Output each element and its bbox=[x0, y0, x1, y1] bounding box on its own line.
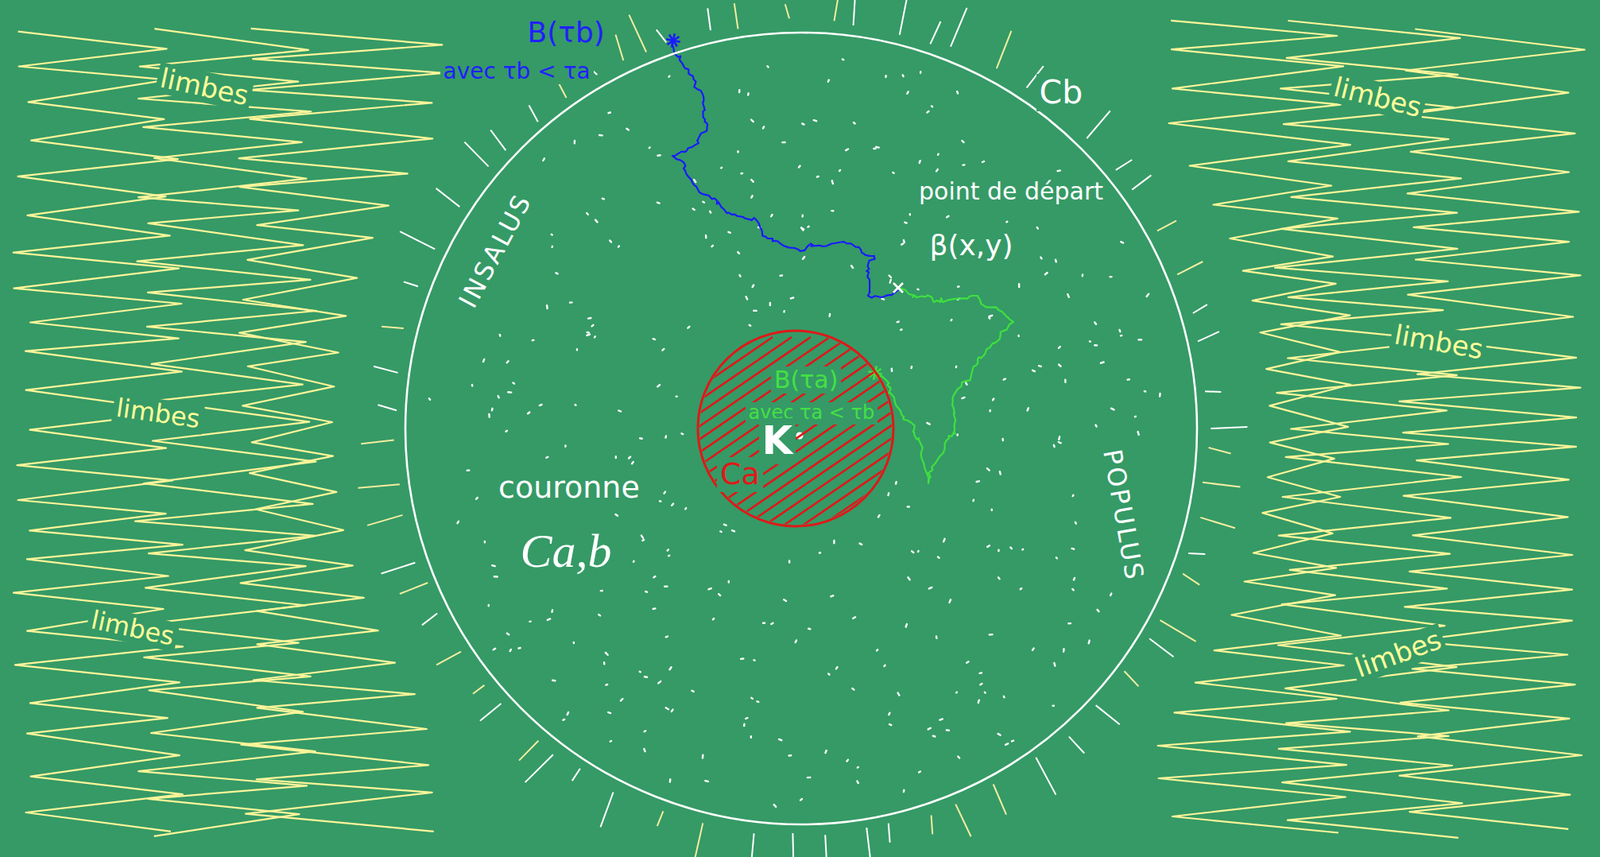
corona-label: couronne bbox=[495, 470, 644, 506]
circle-label: Cb bbox=[1036, 73, 1087, 112]
circle-label: Ca bbox=[716, 457, 764, 493]
limbo-label: limbes bbox=[111, 392, 206, 434]
region-name: INSALUS bbox=[451, 185, 539, 315]
node-outline bbox=[403, 30, 1199, 826]
start-point-label: point de départ bbox=[915, 178, 1107, 206]
boundary-hatching bbox=[358, 0, 1248, 857]
corona-symbol: Ca,b bbox=[517, 523, 616, 579]
limbo-label: limbes bbox=[1389, 317, 1489, 365]
outer-circle-cb: B(τa)avec τa < τbKCa CbINSALUS POPULUS cour… bbox=[403, 30, 1199, 826]
inner-disk-ca: B(τa)avec τa < τbKCa bbox=[696, 329, 895, 528]
chalk-dots bbox=[429, 59, 1161, 807]
condition-note: avec τb < τa bbox=[440, 58, 594, 85]
limbo-scribbles bbox=[13, 20, 1585, 838]
hit-point-label: B(τb) bbox=[524, 15, 609, 49]
compact-set-label: K bbox=[759, 418, 797, 465]
start-point-symbol: β(x,y) bbox=[926, 228, 1017, 262]
limbo-label: limbes bbox=[85, 604, 180, 652]
region-name: POPULUS bbox=[1096, 443, 1151, 587]
disk-hatching bbox=[394, 337, 1212, 544]
hit-point-label: B(τa) bbox=[770, 366, 841, 395]
